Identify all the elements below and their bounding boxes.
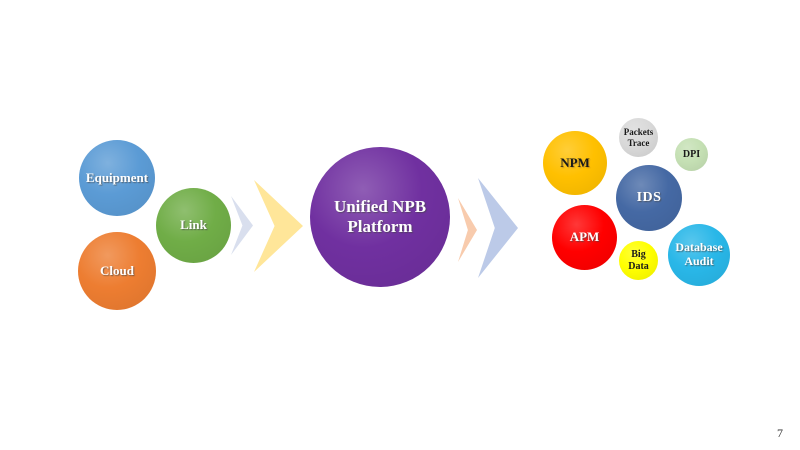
link-label: Link [180, 217, 207, 233]
chevron-right-icon [478, 178, 518, 278]
ids-label: IDS [636, 189, 662, 205]
big-data-label: Big Data [628, 249, 649, 272]
equipment-circle: Equipment [79, 140, 155, 216]
unified-npb-platform-circle: Unified NPB Platform [310, 147, 450, 287]
chevron-right-icon [231, 196, 253, 255]
npm-label: NPM [560, 154, 590, 170]
apm-label: APM [569, 229, 600, 245]
database-audit-label: Database Audit [675, 240, 723, 268]
dpi-label: DPI [682, 148, 701, 160]
npm-circle: NPM [543, 131, 607, 195]
chevron-right-icon [458, 198, 477, 262]
apm-circle: APM [552, 205, 617, 270]
packets-trace-circle: Packets Trace [619, 118, 658, 157]
cloud-circle: Cloud [78, 232, 156, 310]
packets-trace-label: Packets Trace [623, 127, 654, 148]
big-data-circle: Big Data [619, 241, 658, 280]
equipment-label: Equipment [85, 169, 149, 185]
chevron-right-icon [254, 180, 303, 272]
page-number: 7 [777, 426, 783, 440]
ids-circle: IDS [616, 165, 682, 231]
unified-npb-platform-label: Unified NPB Platform [333, 197, 427, 236]
link-circle: Link [156, 188, 231, 263]
dpi-circle: DPI [675, 138, 708, 171]
cloud-label: Cloud [100, 262, 134, 278]
database-audit-circle: Database Audit [668, 224, 730, 286]
